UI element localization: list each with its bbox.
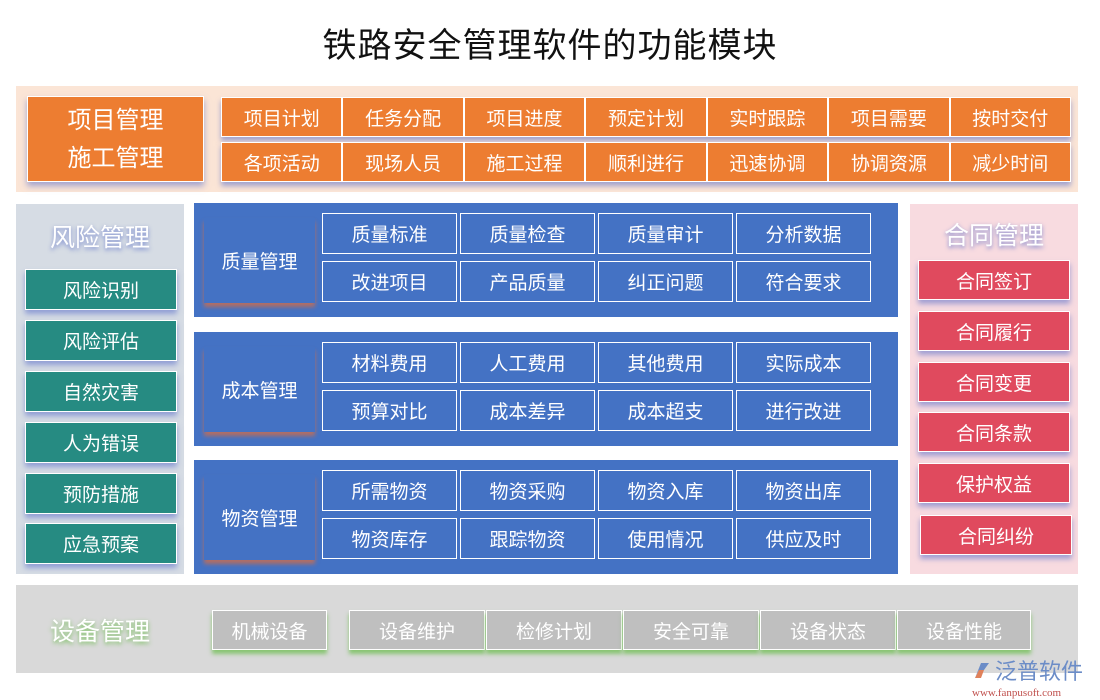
risk-item: 人为错误: [25, 422, 177, 463]
quality-item: 质量标准: [322, 213, 457, 254]
material-item: 使用情况: [598, 518, 733, 559]
project-item: 任务分配: [342, 97, 464, 137]
equipment-item: 设备性能: [897, 610, 1031, 650]
risk-item: 风险评估: [25, 320, 177, 361]
quality-row: 改进项目 产品质量 纠正问题 符合要求: [322, 261, 874, 302]
contract-panel-title: 合同管理: [943, 221, 1044, 250]
risk-item: 预防措施: [25, 473, 177, 514]
material-item: 跟踪物资: [460, 518, 595, 559]
cost-item: 材料费用: [322, 342, 457, 383]
risk-item: 风险识别: [25, 269, 177, 310]
cost-row: 预算对比 成本差异 成本超支 进行改进: [322, 390, 874, 431]
material-section-label: 物资管理: [204, 475, 315, 560]
cost-item: 预算对比: [322, 390, 457, 431]
project-item: 项目计划: [221, 97, 343, 137]
project-item: 迅速协调: [706, 142, 829, 182]
contract-item: 保护权益: [918, 463, 1070, 503]
risk-panel-title: 风险管理: [49, 223, 150, 252]
quality-item: 符合要求: [736, 261, 871, 302]
equipment-item: 机械设备: [212, 610, 327, 650]
logo-url: www.fanpusoft.com: [972, 687, 1062, 699]
project-main-box: 项目管理 施工管理: [27, 96, 204, 182]
material-section: 物资管理 所需物资 物资采购 物资入库 物资出库 物资库存 跟踪物资 使用情况 …: [194, 460, 898, 574]
risk-panel: 风险管理 风险识别 风险评估 自然灾害 人为错误 预防措施 应急预案: [16, 204, 184, 574]
material-item: 所需物资: [322, 470, 457, 511]
logo-name: 泛普软件: [995, 660, 1084, 685]
material-grid: 所需物资 物资采购 物资入库 物资出库 物资库存 跟踪物资 使用情况 供应及时: [322, 470, 874, 566]
contract-item: 合同变更: [918, 362, 1070, 402]
quality-section: 质量管理 质量标准 质量检查 质量审计 分析数据 改进项目 产品质量 纠正问题 …: [194, 203, 898, 317]
brand-logo: 泛普软件 www.fanpusoft.com: [972, 654, 1092, 699]
project-main-line-1: 项目管理: [67, 106, 164, 134]
contract-item: 合同纠纷: [920, 515, 1072, 555]
project-item: 按时交付: [949, 97, 1071, 137]
cost-section: 成本管理 材料费用 人工费用 其他费用 实际成本 预算对比 成本差异 成本超支 …: [194, 332, 898, 446]
equipment-item: 设备状态: [760, 610, 896, 650]
quality-item: 改进项目: [322, 261, 457, 302]
project-row: 各项活动 现场人员 施工过程 顺利进行 迅速协调 协调资源 减少时间: [221, 142, 1071, 182]
cost-item: 人工费用: [460, 342, 595, 383]
quality-item: 分析数据: [736, 213, 871, 254]
cost-grid: 材料费用 人工费用 其他费用 实际成本 预算对比 成本差异 成本超支 进行改进: [322, 342, 874, 438]
cost-item: 进行改进: [736, 390, 871, 431]
equipment-item: 设备维护: [349, 610, 485, 650]
cost-section-label: 成本管理: [204, 347, 315, 432]
material-item: 物资入库: [598, 470, 733, 511]
project-main-line-2: 施工管理: [67, 144, 164, 172]
cost-item: 成本超支: [598, 390, 733, 431]
equipment-panel-title: 设备管理: [50, 617, 151, 646]
project-item: 施工过程: [463, 142, 586, 182]
risk-item: 应急预案: [25, 523, 177, 564]
project-item: 项目需要: [828, 97, 950, 137]
equipment-item: 安全可靠: [623, 610, 759, 650]
material-item: 供应及时: [736, 518, 871, 559]
quality-item: 纠正问题: [598, 261, 733, 302]
project-item: 项目进度: [463, 97, 586, 137]
cost-row: 材料费用 人工费用 其他费用 实际成本: [322, 342, 874, 383]
logo-mark-icon: [972, 660, 992, 680]
cost-item: 成本差异: [460, 390, 595, 431]
equipment-item: 检修计划: [486, 610, 622, 650]
material-row: 物资库存 跟踪物资 使用情况 供应及时: [322, 518, 874, 559]
quality-item: 质量检查: [460, 213, 595, 254]
material-row: 所需物资 物资采购 物资入库 物资出库: [322, 470, 874, 511]
project-item: 减少时间: [949, 142, 1071, 182]
project-item: 顺利进行: [585, 142, 707, 182]
quality-item: 质量审计: [598, 213, 733, 254]
project-item: 各项活动: [221, 142, 343, 182]
contract-panel: 合同管理 合同签订 合同履行 合同变更 合同条款 保护权益 合同纠纷: [910, 204, 1078, 574]
cost-item: 实际成本: [736, 342, 871, 383]
material-item: 物资采购: [460, 470, 595, 511]
project-item: 协调资源: [828, 142, 950, 182]
quality-row: 质量标准 质量检查 质量审计 分析数据: [322, 213, 874, 254]
project-item: 预定计划: [585, 97, 707, 137]
contract-item: 合同履行: [918, 311, 1070, 351]
contract-item: 合同条款: [918, 412, 1070, 452]
project-item: 现场人员: [342, 142, 464, 182]
quality-section-label: 质量管理: [204, 218, 315, 303]
quality-item: 产品质量: [460, 261, 595, 302]
material-item: 物资库存: [322, 518, 457, 559]
risk-item: 自然灾害: [25, 371, 177, 412]
material-item: 物资出库: [736, 470, 871, 511]
contract-item: 合同签订: [918, 260, 1070, 300]
project-item: 实时跟踪: [706, 97, 829, 137]
page-title: 铁路安全管理软件的功能模块: [322, 26, 778, 66]
project-grid: 项目计划 任务分配 项目进度 预定计划 实时跟踪 项目需要 按时交付 各项活动 …: [221, 97, 1071, 187]
cost-item: 其他费用: [598, 342, 733, 383]
quality-grid: 质量标准 质量检查 质量审计 分析数据 改进项目 产品质量 纠正问题 符合要求: [322, 213, 874, 309]
project-row: 项目计划 任务分配 项目进度 预定计划 实时跟踪 项目需要 按时交付: [221, 97, 1071, 137]
